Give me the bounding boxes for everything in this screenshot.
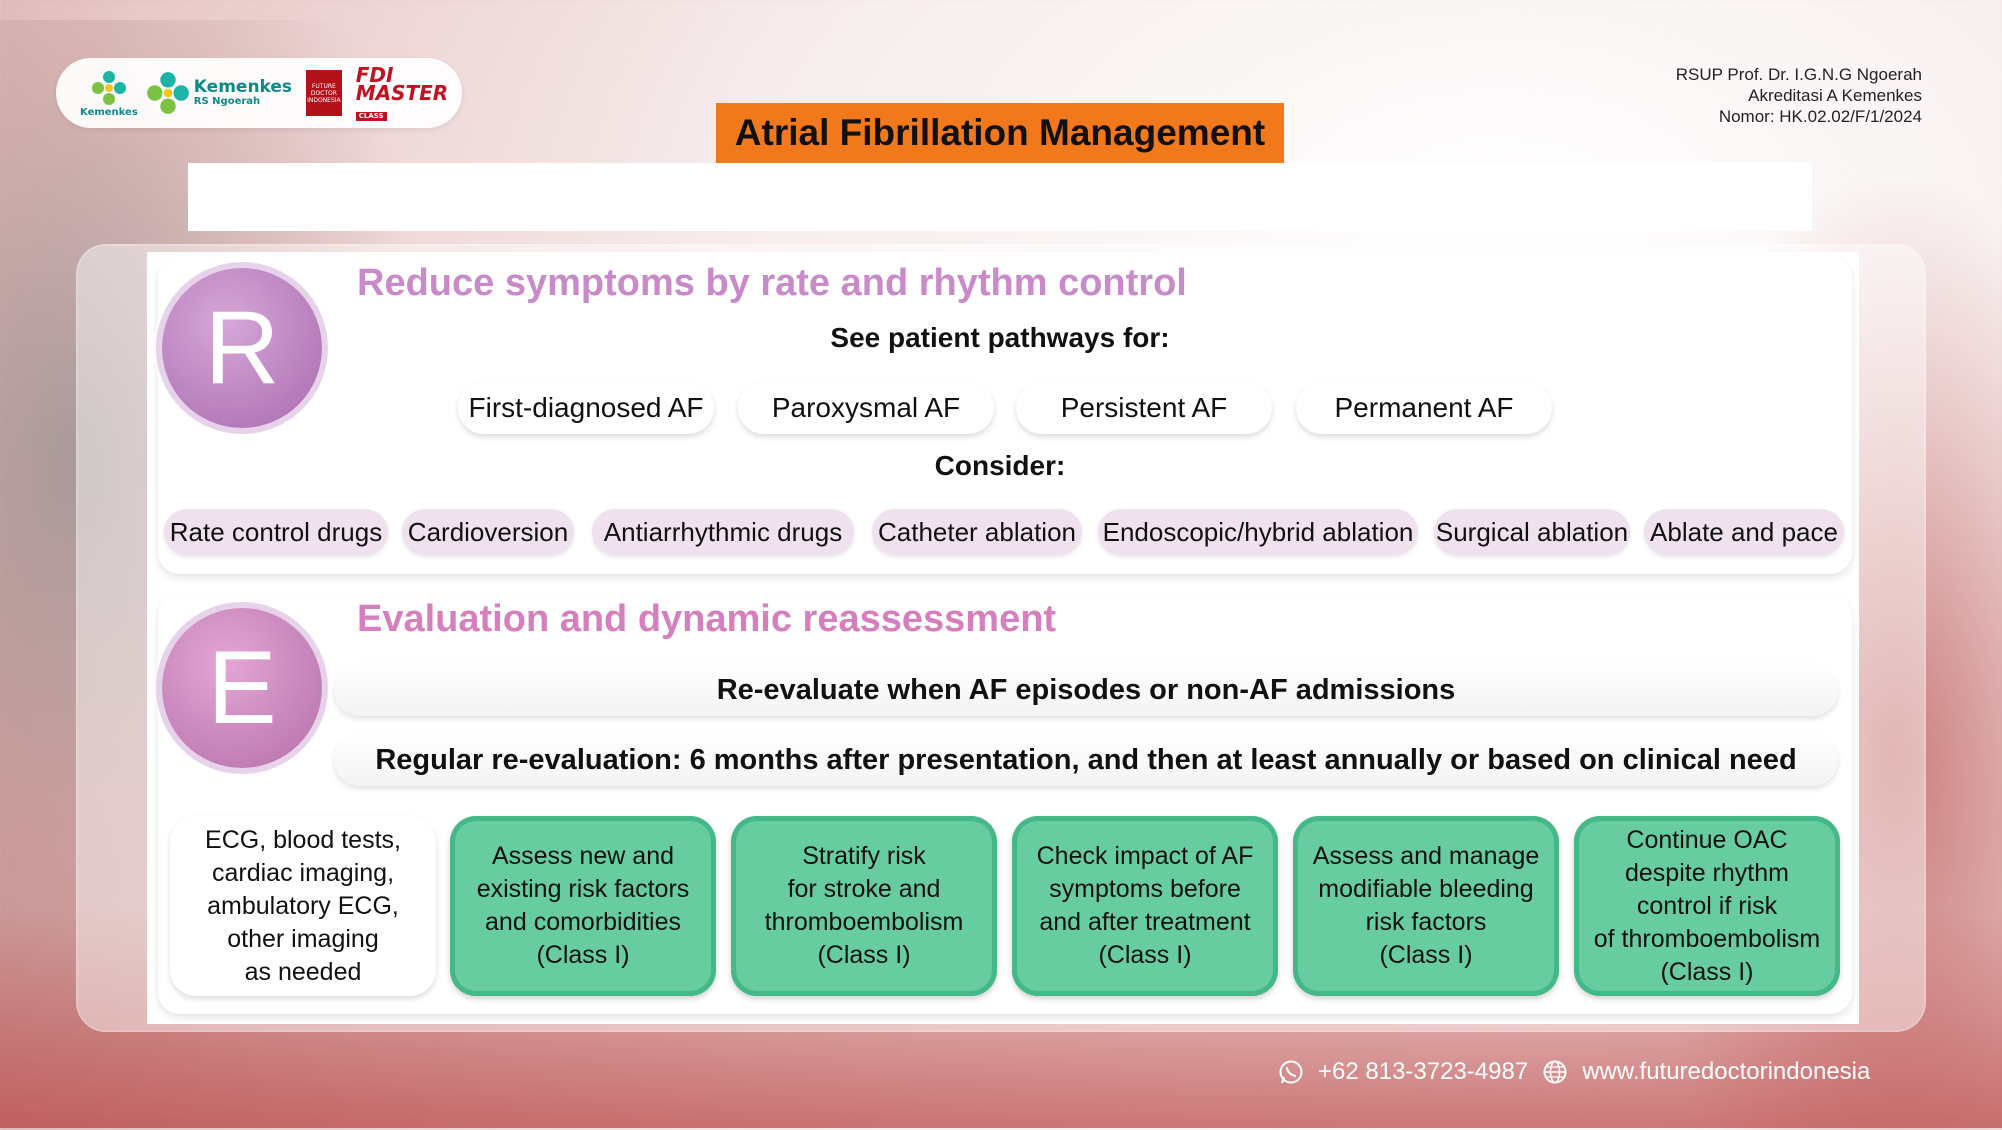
reevaluate-episodes-bar: Re-evaluate when AF episodes or non-AF a… (334, 664, 1838, 716)
section-r-heading: Reduce symptoms by rate and rhythm contr… (357, 262, 1187, 304)
e-letter-badge: E (162, 608, 322, 768)
globe-icon (1543, 1060, 1567, 1084)
phone-number[interactable]: +62 813-3723-4987 (1318, 1058, 1529, 1085)
option-antiarrhythmic-drugs[interactable]: Antiarrhythmic drugs (592, 509, 854, 555)
check-symptom-impact-box: Check impact of AF symptoms before and a… (1012, 816, 1278, 996)
rs-flower-icon (146, 72, 189, 114)
continue-oac-box: Continue OAC despite rhythm control if r… (1574, 816, 1840, 996)
kemenkes-flower-icon (91, 70, 126, 105)
option-ablate-and-pace[interactable]: Ablate and pace (1644, 509, 1844, 555)
option-rate-control-drugs[interactable]: Rate control drugs (164, 509, 388, 555)
regular-reevaluation-bar: Regular re-evaluation: 6 months after pr… (334, 734, 1838, 786)
fdi-logo: FUTURE DOCTOR INDONESIA (306, 70, 342, 116)
logo-bar: Kemenkes Kemenkes RS Ngoerah FUTURE DOCT… (56, 58, 462, 128)
pathway-permanent[interactable]: Permanent AF (1296, 382, 1552, 434)
option-catheter-ablation[interactable]: Catheter ablation (872, 509, 1082, 555)
see-pathways-label: See patient pathways for: (830, 322, 1170, 353)
kemenkes-logo: Kemenkes (80, 69, 138, 118)
bleeding-risk-box: Assess and manage modifiable bleeding ri… (1293, 816, 1559, 996)
info-line-number: Nomor: HK.02.02/F/1/2024 (1718, 107, 1922, 126)
class-text: CLASS (355, 111, 387, 121)
pathway-paroxysmal[interactable]: Paroxysmal AF (738, 382, 994, 434)
consider-label: Consider: (934, 450, 1066, 481)
r-letter-badge: R (162, 268, 322, 428)
stratify-stroke-risk-box: Stratify risk for stroke and thromboembo… (731, 816, 997, 996)
pathway-first-diagnosed[interactable]: First-diagnosed AF (458, 382, 714, 434)
fdi-master-logo: FDI MASTER CLASS (355, 62, 462, 121)
accreditation-info: RSUP Prof. Dr. I.G.N.G Ngoerah Akreditas… (1676, 64, 1922, 127)
contact-footer: +62 813-3723-4987 www.futuredoctorindone… (1278, 1058, 1870, 1086)
rs-ngoerah-logo: Kemenkes RS Ngoerah (146, 71, 292, 115)
website-link[interactable]: www.futuredoctorindonesia (1582, 1058, 1871, 1085)
assess-risk-factors-box: Assess new and existing risk factors and… (450, 816, 716, 996)
rs-name: RS Ngoerah (193, 96, 261, 107)
option-surgical-ablation[interactable]: Surgical ablation (1434, 509, 1630, 555)
option-cardioversion[interactable]: Cardioversion (402, 509, 574, 555)
whatsapp-icon (1279, 1060, 1303, 1084)
evaluation-tests-box: ECG, blood tests, cardiac imaging, ambul… (170, 816, 436, 996)
pathway-persistent[interactable]: Persistent AF (1016, 382, 1272, 434)
info-line-hospital: RSUP Prof. Dr. I.G.N.G Ngoerah (1675, 65, 1922, 84)
title-band (188, 163, 1812, 231)
kemenkes-small-text: Kemenkes (80, 106, 138, 118)
info-line-accreditation: Akreditasi A Kemenkes (1748, 86, 1922, 105)
option-hybrid-ablation[interactable]: Endoscopic/hybrid ablation (1098, 509, 1418, 555)
section-e-heading: Evaluation and dynamic reassessment (357, 598, 1057, 640)
page-title: Atrial Fibrillation Management (716, 103, 1284, 163)
master-text: FDI MASTER (355, 62, 449, 105)
kemenkes-name: Kemenkes (193, 77, 293, 97)
